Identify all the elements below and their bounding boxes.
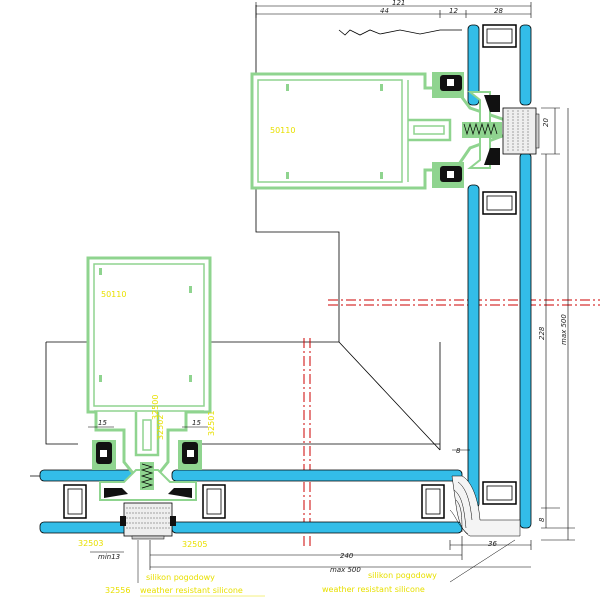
glass-vertical: [467, 24, 532, 529]
glass-pane-right-inner: [467, 184, 480, 509]
pad-left: [120, 516, 126, 526]
dim-left-15: 15: [98, 419, 107, 427]
dim-bottom-36: 36: [488, 540, 497, 548]
spacer-vertical-top-inner: [486, 28, 513, 44]
label-insert-center: 32500: [151, 395, 160, 420]
corner-silicone: [449, 475, 521, 537]
dim-right-15: 15: [192, 419, 201, 427]
glass-pane-right-outer: [519, 152, 532, 529]
silicone-joint-bottom: [123, 502, 173, 537]
dim-side-max: max 500: [560, 314, 568, 345]
dim-bottom-240: 240: [340, 552, 354, 560]
spacer-vertical-bottom-inner: [486, 485, 513, 501]
dim-top-c: 28: [494, 7, 503, 15]
spacer-left-inner: [67, 488, 83, 515]
label-pad-right: 32505: [182, 540, 207, 549]
label-gasket-right: 32501: [207, 411, 216, 436]
label-gasket-left: 32502: [156, 415, 165, 440]
gasket-plate-right: [168, 488, 192, 498]
silicone-joint-top: [502, 107, 537, 155]
spacer-right-inner: [425, 488, 441, 515]
spacer-vertical-mid-inner: [486, 195, 513, 211]
dim-left-8: 8: [456, 447, 461, 455]
glass-pane-bottom-left: [39, 521, 133, 534]
dim-bottom-max: max 500: [330, 566, 361, 574]
glass-pane-bottom-right: [171, 521, 463, 534]
note-right-pl: silikon pogodowy: [368, 571, 437, 580]
dim-top-a: 44: [380, 7, 389, 15]
glass-pane-right-outer-top: [519, 24, 532, 106]
dim-top-total: 121: [392, 0, 405, 7]
label-mullion-top: 50110: [270, 126, 295, 135]
mullion-top: [250, 72, 540, 190]
mullion-bottom: [86, 256, 212, 540]
dimension-lines: [88, 2, 575, 570]
dim-top-b: 12: [449, 7, 458, 15]
axis-lines: [303, 299, 600, 548]
note-left-code: 32556: [105, 586, 130, 595]
dim-side-small: 8: [538, 517, 546, 522]
glass-pane-top-left: [39, 469, 133, 482]
glass-pane-top-right: [171, 469, 463, 482]
gasket-plate-lower: [484, 148, 500, 165]
gasket-plate-left: [104, 488, 128, 498]
dim-side-228: 228: [538, 326, 546, 340]
dim-side-gap: 20: [542, 118, 550, 127]
gasket-plate-upper: [484, 95, 500, 112]
note-left-pl: silikon pogodowy: [146, 573, 215, 582]
dim-min13: min13: [98, 553, 120, 561]
label-pad-left: 32503: [78, 539, 103, 548]
glass-horizontal: [39, 469, 463, 534]
glass-pane-right-inner-top: [467, 24, 480, 106]
pad-right: [170, 516, 176, 526]
note-right-en: weather resistant silicone: [322, 585, 425, 594]
note-left-en: weather resistant silicone: [140, 586, 243, 595]
label-mullion-bottom: 50110: [101, 290, 126, 299]
spacer-mid-inner: [206, 488, 222, 515]
